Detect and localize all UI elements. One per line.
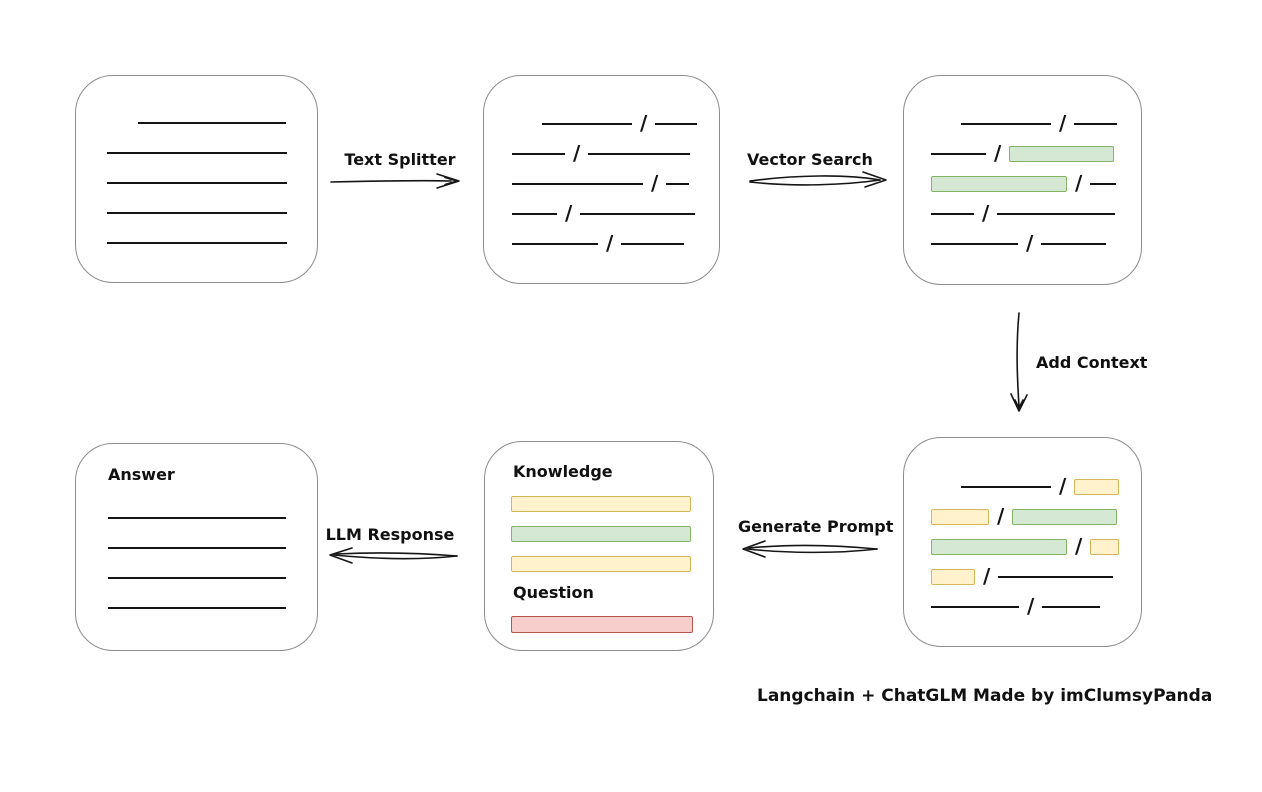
text-line xyxy=(931,606,1019,608)
text-line xyxy=(108,577,286,579)
context-box: / / / / / xyxy=(903,437,1142,647)
generate-prompt-label: Generate Prompt xyxy=(738,517,894,536)
text-chunks-box: / / / / / xyxy=(483,75,720,284)
context-lines: / / / / / xyxy=(931,472,1120,622)
yellow-highlight-bar xyxy=(931,509,989,525)
prompt-box: Knowledge Question xyxy=(484,441,714,651)
text-line xyxy=(961,486,1051,488)
chunk-separator-slash: / xyxy=(640,111,648,135)
text-chunks-lines: / / / / / xyxy=(512,109,698,259)
chunk-separator-slash: / xyxy=(1075,534,1083,558)
chunk-separator-slash: / xyxy=(651,171,659,195)
vector-search-arrow xyxy=(749,171,887,188)
yellow-highlight-bar xyxy=(511,556,691,572)
text-line xyxy=(998,576,1114,578)
yellow-highlight-bar xyxy=(931,569,975,585)
question-label: Question xyxy=(513,583,594,602)
yellow-highlight-bar xyxy=(1074,479,1120,495)
text-line xyxy=(108,607,286,609)
text-line xyxy=(107,242,287,244)
text-line xyxy=(512,183,643,185)
chunk-separator-slash: / xyxy=(997,504,1005,528)
green-highlight-bar xyxy=(511,526,691,542)
text-line xyxy=(108,517,286,519)
text-splitter-arrow xyxy=(330,173,460,189)
text-line xyxy=(1090,183,1117,185)
text-line xyxy=(512,213,557,215)
text-line xyxy=(512,243,598,245)
llm-response-label: LLM Response xyxy=(325,525,455,544)
text-splitter-label: Text Splitter xyxy=(344,150,456,169)
chunk-separator-slash: / xyxy=(606,231,614,255)
text-line xyxy=(666,183,690,185)
chunk-separator-slash: / xyxy=(573,141,581,165)
vector-search-label: Vector Search xyxy=(747,150,873,169)
red-highlight-bar xyxy=(511,615,693,633)
chunk-separator-slash: / xyxy=(983,564,991,588)
text-line xyxy=(107,212,287,214)
green-highlight-bar xyxy=(1012,509,1118,525)
text-line xyxy=(931,213,974,215)
text-line xyxy=(931,243,1018,245)
text-line xyxy=(580,213,696,215)
answer-lines xyxy=(108,503,286,623)
green-highlight-bar xyxy=(931,539,1067,555)
vector-search-result-box: / / / / / xyxy=(903,75,1142,285)
yellow-highlight-bar xyxy=(1090,539,1120,555)
green-highlight-bar xyxy=(1009,146,1115,162)
text-line xyxy=(1042,606,1101,608)
diagram-caption: Langchain + ChatGLM Made by imClumsyPand… xyxy=(757,686,1213,706)
question-bar xyxy=(511,609,693,639)
text-line xyxy=(1041,243,1107,245)
document-box xyxy=(75,75,318,283)
answer-box: Answer xyxy=(75,443,318,651)
answer-label: Answer xyxy=(108,465,175,484)
chunk-separator-slash: / xyxy=(565,201,573,225)
text-line xyxy=(107,152,287,154)
text-line xyxy=(997,213,1116,215)
knowledge-bars xyxy=(511,489,691,579)
add-context-arrow xyxy=(1010,312,1028,412)
chunk-separator-slash: / xyxy=(1075,171,1083,195)
chunk-separator-slash: / xyxy=(994,141,1002,165)
chunk-separator-slash: / xyxy=(1059,474,1067,498)
chunk-separator-slash: / xyxy=(1027,594,1035,618)
chunk-separator-slash: / xyxy=(1059,111,1067,135)
add-context-label: Add Context xyxy=(1036,353,1148,372)
chunk-separator-slash: / xyxy=(982,201,990,225)
text-line xyxy=(588,153,691,155)
text-line xyxy=(961,123,1051,125)
generate-prompt-arrow xyxy=(742,540,878,558)
knowledge-label: Knowledge xyxy=(513,462,613,481)
text-line xyxy=(542,123,632,125)
text-line xyxy=(108,547,286,549)
vector-search-result-lines: / / / / / xyxy=(931,109,1118,259)
document-lines xyxy=(107,108,287,258)
text-line xyxy=(931,153,986,155)
text-line xyxy=(107,182,287,184)
yellow-highlight-bar xyxy=(511,496,691,512)
text-line xyxy=(1074,123,1118,125)
text-line xyxy=(138,122,286,124)
llm-response-arrow xyxy=(329,547,458,564)
text-line xyxy=(512,153,565,155)
chunk-separator-slash: / xyxy=(1026,231,1034,255)
green-highlight-bar xyxy=(931,176,1067,192)
text-line xyxy=(655,123,698,125)
text-line xyxy=(621,243,685,245)
